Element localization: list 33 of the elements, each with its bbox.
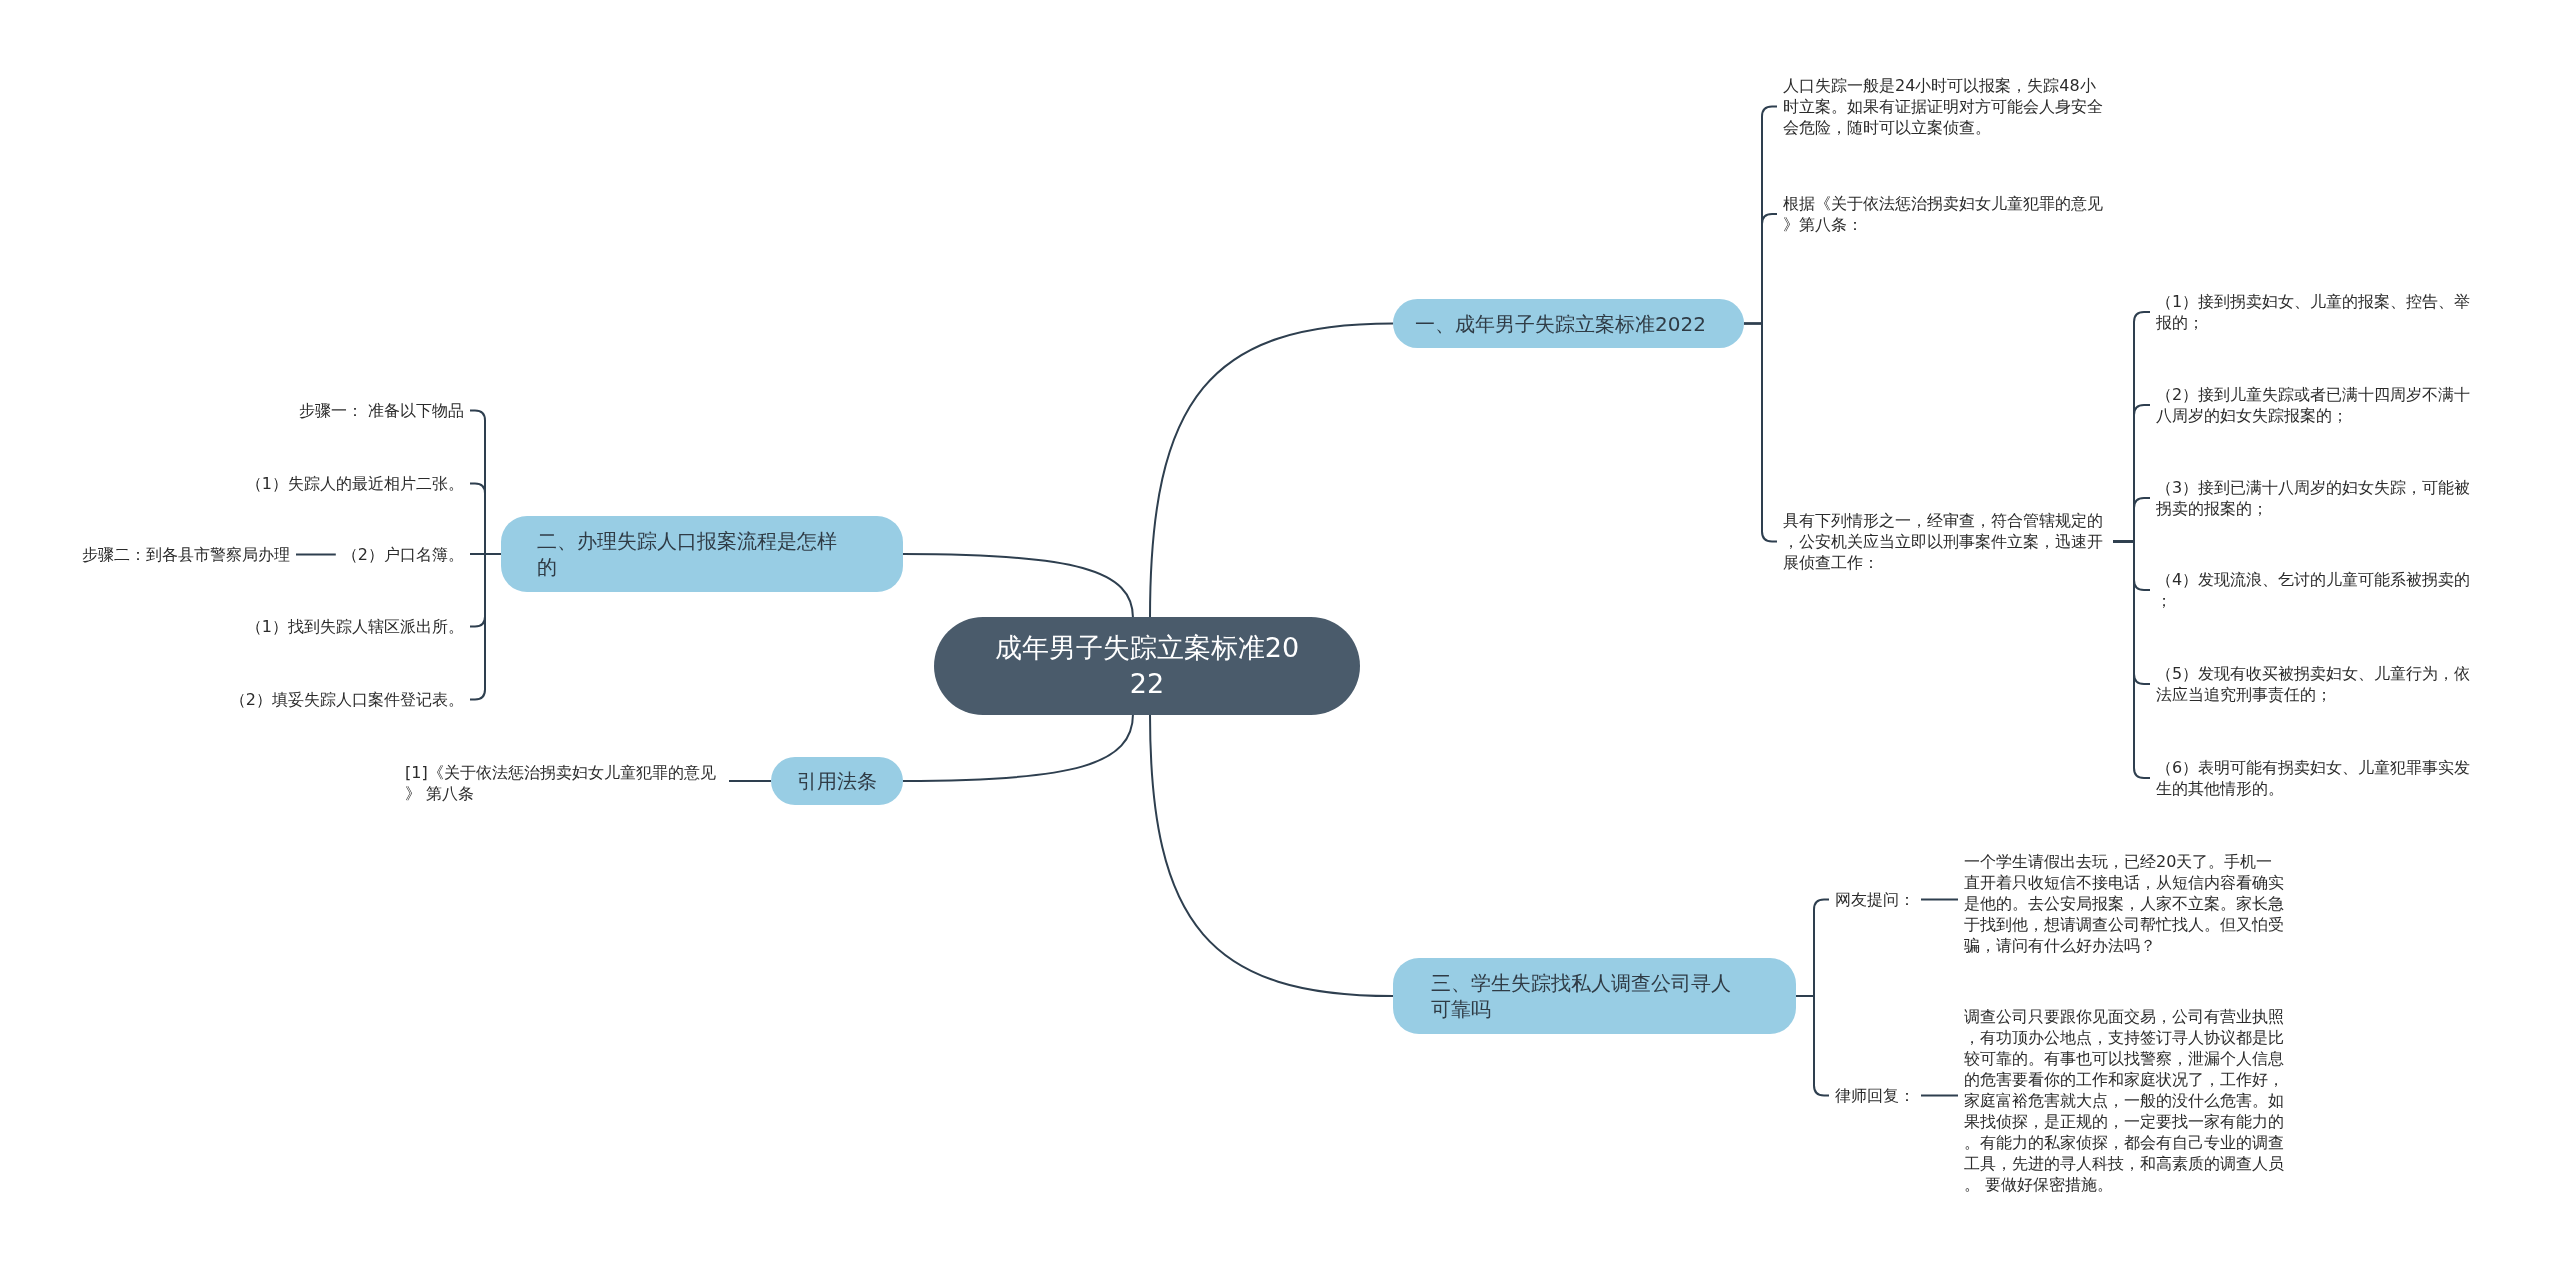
subtopic-text: （6）表明可能有拐卖妇女、儿童犯罪事实发生的其他情形的。 xyxy=(2150,757,2480,799)
subtopic-text: 步骤二：到各县市警察局办理 xyxy=(76,544,296,565)
connector-line xyxy=(1149,322,1394,619)
subtopic-text: 网友提问： xyxy=(1829,889,1921,910)
topic-pill: 三、学生失踪找私人调查公司寻人可靠吗 xyxy=(1393,958,1796,1034)
subtopic-text: （2）接到儿童失踪或者已满十四周岁不满十八周岁的妇女失踪报案的； xyxy=(2150,384,2480,426)
connector-line xyxy=(295,553,337,556)
subtopic-text: 步骤一： 准备以下物品 xyxy=(292,400,470,421)
connector-line xyxy=(902,553,1134,619)
subtopic-text: （4）发现流浪、乞讨的儿童可能系被拐卖的； xyxy=(2150,569,2480,611)
connector-line xyxy=(728,780,772,782)
subtopic-text: [1]《关于依法惩治拐卖妇女儿童犯罪的意见》 第八条 xyxy=(399,762,729,804)
subtopic-text: 根据《关于依法惩治拐卖妇女儿童犯罪的意见》第八条： xyxy=(1777,193,2113,235)
subtopic-text: 人口失踪一般是24小时可以报案，失踪48小时立案。如果有证据证明对方可能会人身安全会危险，随时可以立案侦查。 xyxy=(1777,75,2113,138)
subtopic-text: （5）发现有收买被拐卖妇女、儿童行为，依法应当追究刑事责任的； xyxy=(2150,663,2480,705)
subtopic-text: 调查公司只要跟你见面交易，公司有营业执照，有功顶办公地点，支持签订寻人协议都是比较可靠的。有事也可以找警察，泄漏个人信息的危害要看你的工作和家庭状况了，工作好，家庭富裕危害就大点，一般的没什么危害。如果找侦探，是正规的，一定要找一家有能力的。有能力的私家侦探，都会有自己专业的调查工具，先进的寻人科技，和高素质的调查人员。 要做好保密措施。 xyxy=(1958,1006,2292,1195)
subtopic-text: （1）找到失踪人辖区派出所。 xyxy=(239,616,470,637)
subtopic-text: 具有下列情形之一，经审查，符合管辖规定的，公安机关应当立即以刑事案件立案，迅速开展侦查工作： xyxy=(1777,510,2113,573)
subtopic-text: （2）填妥失踪人口案件登记表。 xyxy=(223,689,470,710)
subtopic-text: （2）户口名簿。 xyxy=(335,544,470,565)
topic-pill: 二、办理失踪人口报案流程是怎样的 xyxy=(501,516,903,592)
subtopic-text: 一个学生请假出去玩，已经20天了。手机一直开着只收短信不接电话，从短信内容看确实是他的。去公安局报案，人家不立案。家长急于找到他，想请调查公司帮忙找人。但又怕受骗，请问有什么好办法吗？ xyxy=(1958,851,2292,956)
central-topic: 成年男子失踪立案标准2022 xyxy=(934,617,1360,715)
subtopic-text: （1）接到拐卖妇女、儿童的报案、控告、举报的； xyxy=(2150,291,2480,333)
connector-line xyxy=(1920,898,1959,901)
topic-pill: 引用法条 xyxy=(771,757,903,805)
topic-pill: 一、成年男子失踪立案标准2022 xyxy=(1393,299,1744,348)
connector-line xyxy=(902,713,1134,782)
subtopic-text: （3）接到已满十八周岁的妇女失踪，可能被拐卖的报案的； xyxy=(2150,477,2480,519)
subtopic-text: 律师回复： xyxy=(1829,1085,1921,1106)
connector-line xyxy=(1149,713,1394,997)
connector-line xyxy=(1920,1094,1959,1097)
subtopic-text: （1）失踪人的最近相片二张。 xyxy=(239,473,470,494)
